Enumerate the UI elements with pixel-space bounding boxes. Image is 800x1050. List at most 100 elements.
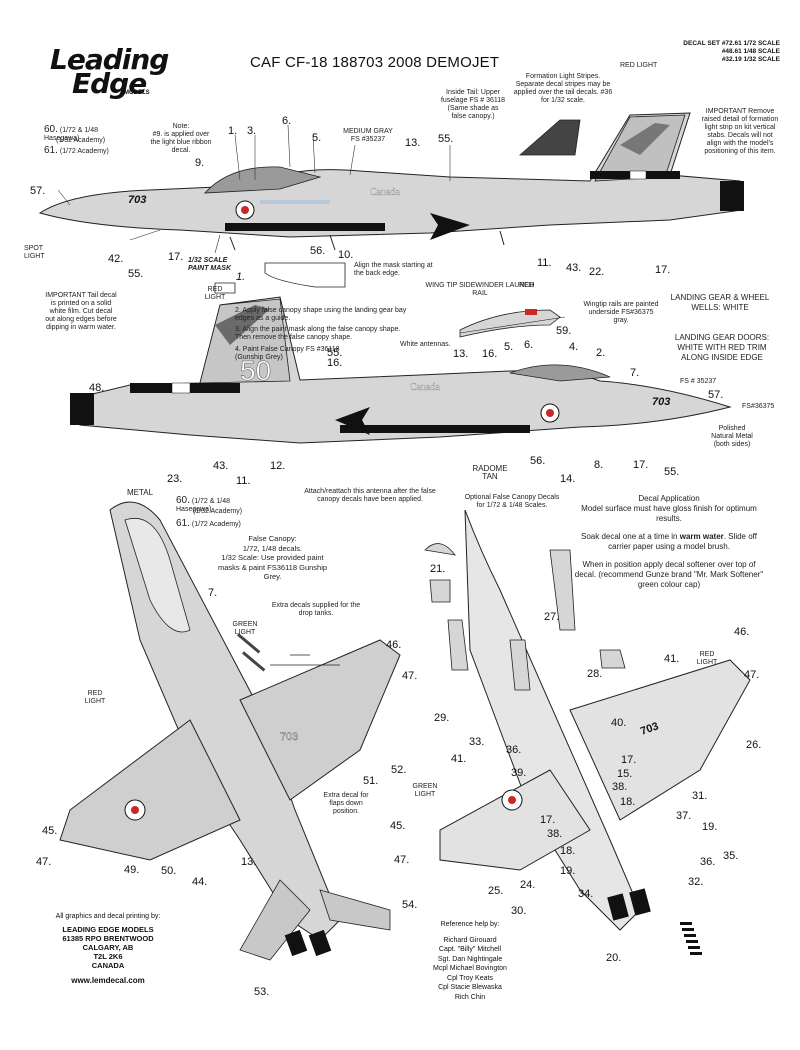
callout-1: 1. [228, 125, 238, 137]
logo-leading: Leading [50, 43, 169, 76]
callout-u46: 46. [734, 626, 750, 638]
callout-u30: 30. [511, 905, 527, 917]
callout-11: 11. [537, 257, 552, 269]
callout-m12: 12. [270, 460, 286, 472]
callout-b49: 49. [124, 864, 140, 876]
callout-u19b: 19. [560, 865, 576, 877]
callout-m6: 6. [524, 339, 534, 351]
callout-b45: 45. [42, 825, 58, 837]
callout-9: 9. [195, 157, 205, 169]
callout-u40: 40. [611, 717, 627, 729]
callout-m7: 7. [630, 367, 640, 379]
callout-m57: 57. [708, 389, 724, 401]
green-light-top: GREEN LIGHT [232, 621, 258, 636]
callout-u24: 24. [520, 879, 536, 891]
callout-b50: 50. [161, 865, 177, 877]
callout-u17b: 17. [540, 814, 556, 826]
callout-u33: 33. [469, 736, 485, 748]
callout-m16b: 16. [327, 357, 343, 369]
nose-number-703-right: 703 [652, 396, 670, 408]
callout-6: 6. [282, 115, 292, 127]
credit-name: Sgt. Dan Nightingale [437, 955, 503, 963]
align-mask-note: Align the mask starting at the back edge… [354, 262, 433, 277]
extra-drop-tank-note: Extra decals supplied for the drop tanks… [271, 602, 361, 617]
step-2: 2. Apply false canopy shape using the la… [235, 307, 407, 322]
callout-u27: 27. [544, 611, 560, 623]
decal-set-list: DECAL SET #72.61 1/72 SCALE #48.61 1/48 … [655, 40, 780, 64]
footer-addr1: 61385 RPO BRENTWOOD [62, 934, 154, 943]
footer-addr3: T2L 2K6 [93, 952, 123, 961]
false-canopy-note: False Canopy: 1/72, 1/48 decals. 1/32 Sc… [217, 534, 328, 581]
callout-b52: 52. [391, 764, 407, 776]
callout-m8: 8. [594, 459, 604, 471]
callout-m5: 5. [504, 341, 514, 353]
ref-60: 60. (1/72 & 1/48 Hasegawa) [44, 124, 98, 143]
wing-number-703: 703 [280, 731, 298, 743]
decal-set-32: #32.19 1/32 SCALE [721, 56, 780, 63]
callout-u25: 25. [488, 885, 504, 897]
callout-u41: 41. [664, 653, 680, 665]
callout-m17: 17. [633, 459, 649, 471]
callout-m14: 14. [560, 473, 576, 485]
callout-b13: 13. [241, 856, 257, 868]
callout-m13: 13. [453, 348, 469, 360]
ref-61-bottom: 61. (1/72 Academy) [176, 518, 241, 529]
credit-name: Capt. "Billy" Mitchell [438, 946, 502, 953]
callout-b44: 44. [192, 876, 208, 888]
footer-website-link[interactable]: www.lemdecal.com [71, 976, 145, 985]
callout-m4: 4. [569, 341, 579, 353]
white-antennas: White antennas. [400, 341, 451, 348]
underside-view: 703 [424, 510, 751, 955]
decal-set-72: DECAL SET #72.61 1/72 SCALE [683, 40, 780, 47]
red-light-left: RED LIGHT [84, 690, 106, 705]
callout-u19: 19. [702, 821, 718, 833]
paint-mask-shape [214, 262, 346, 294]
extra-flaps-note: Extra decal for flaps down position. [323, 792, 369, 815]
nose-number-703: 703 [128, 194, 146, 206]
logo-models: MODELS [124, 90, 150, 96]
paint-mask-step-1: 1. [236, 271, 246, 283]
callout-b7: 7. [208, 587, 218, 599]
ref-60-bottom-desc: (1/32 Academy) [193, 508, 243, 515]
callout-u36: 36. [506, 744, 522, 756]
important-tail-note: IMPORTANT Tail decal is printed on a sol… [45, 292, 117, 331]
callout-u38b: 38. [547, 828, 563, 840]
important-stabs-note: IMPORTANT Remove raised detail of format… [701, 108, 779, 155]
callout-u26: 26. [746, 739, 762, 751]
callout-5: 5. [312, 132, 322, 144]
callout-u18: 18. [620, 796, 636, 808]
callout-55b: 55. [128, 268, 144, 280]
landing-gear-note: LANDING GEAR & WHEEL WELLS: WHITE [670, 293, 770, 312]
side-view-left: Canada 703 [38, 112, 744, 254]
fs36375-label: FS#36375 [742, 403, 775, 410]
decal-set-48: #48.61 1/48 SCALE [721, 48, 780, 55]
callout-u47: 47. [744, 669, 760, 681]
callout-b51: 51. [363, 775, 379, 787]
callout-u36b: 36. [700, 856, 716, 868]
callout-u38: 38. [612, 781, 628, 793]
callout-u31: 31. [692, 790, 708, 802]
callout-m56: 56. [530, 455, 546, 467]
ref-60-bottom: 60. (1/72 & 1/48 Hasegawa) [176, 495, 230, 514]
footer-credit: All graphics and decal printing by: [55, 913, 161, 920]
callout-m48: 48. [89, 382, 105, 394]
top-view-planform: 703 [59, 501, 401, 961]
red-light-top: RED LIGHT [620, 62, 658, 69]
optional-canopy-note: Optional False Canopy Decals for 1/72 & … [464, 494, 560, 509]
ref-61: 61. (1/72 Academy) [44, 145, 109, 156]
callout-b47b: 47. [36, 856, 52, 868]
callout-u41b: 41. [451, 753, 467, 765]
page-title: CAF CF-18 188703 2008 DEMOJET [250, 54, 500, 71]
callout-b53: 53. [254, 986, 270, 998]
ref-60-desc2: (1/32 Academy) [56, 137, 106, 144]
credit-name: Cpl Troy Keats [447, 974, 493, 982]
callout-42: 42. [108, 253, 124, 265]
wingtip-rail-label: WING TIP SIDEWINDER LAUNCH RAIL [425, 282, 535, 297]
footer-address: All graphics and decal printing by: LEAD… [48, 912, 168, 985]
callout-u21: 21. [430, 563, 446, 575]
green-light-bottom: GREEN LIGHT [412, 783, 438, 798]
step-4: 4. Paint False Canopy FS #36118 (Gunship… [235, 346, 340, 361]
red-light-mid: RED LIGHT [204, 286, 226, 301]
